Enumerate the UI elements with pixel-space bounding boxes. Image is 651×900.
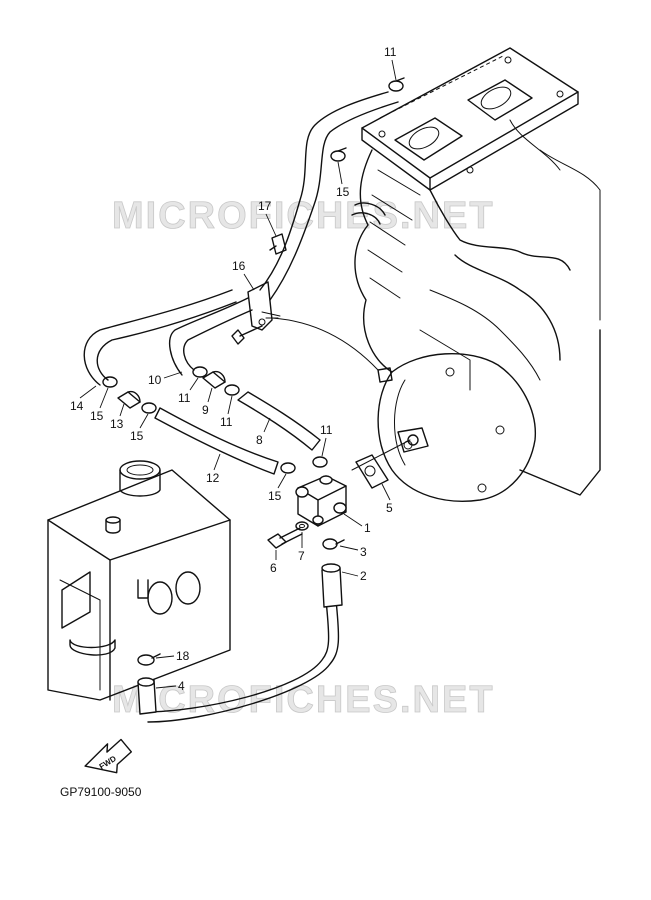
watermark-top: MICROFICHES.NET [112,195,495,237]
callout-6: 6 [270,561,277,575]
callout-14: 14 [70,399,84,413]
callout-1: 1 [364,521,371,535]
callout-4: 4 [178,679,185,693]
watermark-bottom: MICROFICHES.NET [112,679,495,721]
callout-18: 18 [176,649,190,663]
callout-16: 16 [232,259,246,273]
hoses [83,91,399,723]
figure-code: GP79100-9050 [60,785,142,799]
engine-block [351,47,601,502]
callout-12: 12 [206,471,220,485]
callout-13: 13 [110,417,124,431]
small-parts [102,77,405,666]
forward-arrow-icon: FWD [84,738,132,774]
callout-2: 2 [360,569,367,583]
callout-11-right: 11 [220,415,233,429]
callout-15-valve: 15 [268,489,282,503]
callout-15-low: 15 [130,429,144,443]
callout-10: 10 [148,373,162,387]
callout-8: 8 [256,433,263,447]
callouts: 11 15 17 16 10 14 15 13 11 9 11 15 8 12 … [70,45,397,693]
callout-7: 7 [298,549,305,563]
callout-5: 5 [386,501,393,515]
callout-11-mid: 11 [178,391,191,405]
fuel-tank [47,460,231,701]
callout-15-top: 15 [336,185,350,199]
callout-15-left: 15 [90,409,104,423]
callout-11-top: 11 [384,45,397,59]
callout-3: 3 [360,545,367,559]
callout-11-valve: 11 [320,423,333,437]
callout-9: 9 [202,403,209,417]
callout-17: 17 [258,199,272,213]
